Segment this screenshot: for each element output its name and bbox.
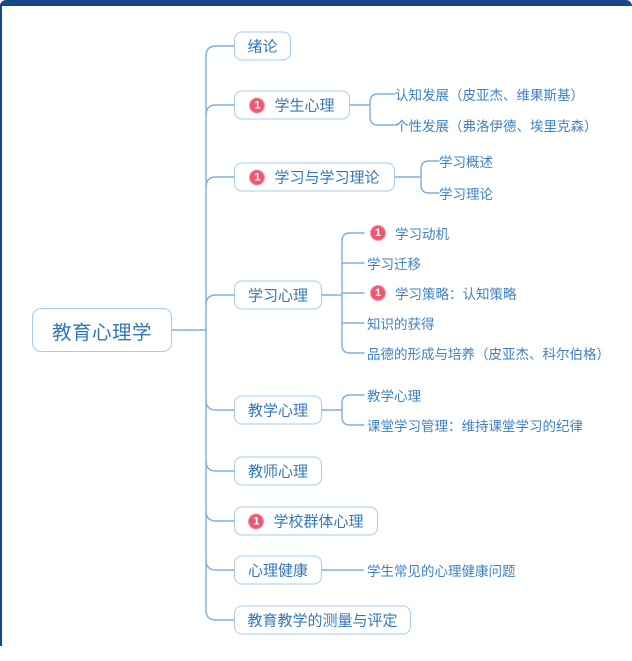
priority-1-badge: 1 [370,285,386,301]
subtopic-knowledge-acquisition[interactable]: 知识的获得 [367,317,435,332]
window-left-border [0,4,2,646]
subtopic-personality-development[interactable]: 个性发展（弗洛伊德、埃里克森） [395,119,598,134]
topic-label: 学校群体心理 [273,513,364,531]
subtopic-learning-motivation[interactable]: 1 学习动机 [370,223,449,243]
priority-1-badge: 1 [249,97,266,113]
branch-topic-learning-psychology[interactable]: 学习心理 [234,280,322,310]
topic-label: 学习策略：认知策略 [395,287,517,302]
priority-1-badge: 1 [248,513,265,529]
branch-topic-teaching-psychology[interactable]: 教学心理 [234,395,322,425]
subtopic-learning-transfer[interactable]: 学习迁移 [367,257,421,272]
topic-label: 学习与学习理论 [274,169,380,187]
priority-1-badge: 1 [249,169,266,185]
subtopic-common-mental-health-issues[interactable]: 学生常见的心理健康问题 [367,564,516,579]
subtopic-moral-formation[interactable]: 品德的形成与培养（皮亚杰、科尔伯格） [367,347,610,362]
branch-topic-mental-health[interactable]: 心理健康 [234,555,322,585]
branch-topic-teacher-psychology[interactable]: 教师心理 [234,456,322,486]
subtopic-teaching-psychology[interactable]: 教学心理 [367,389,421,404]
subtopic-learning-overview[interactable]: 学习概述 [439,155,493,170]
branch-topic-introduction[interactable]: 绪论 [234,31,291,61]
topic-label: 学习动机 [395,227,449,242]
subtopic-classroom-management[interactable]: 课堂学习管理：维持课堂学习的纪律 [367,419,583,434]
subtopic-learning-theory[interactable]: 学习理论 [439,187,493,202]
branch-topic-learning-and-theories[interactable]: 1 学习与学习理论 [234,162,395,192]
topic-label: 学生心理 [274,97,335,115]
priority-1-badge: 1 [370,225,386,241]
root-topic-educational-psychology[interactable]: 教育心理学 [32,308,172,352]
branch-topic-measurement-evaluation[interactable]: 教育教学的测量与评定 [234,605,411,635]
subtopic-learning-strategies[interactable]: 1 学习策略：认知策略 [370,283,517,303]
branch-topic-student-psychology[interactable]: 1 学生心理 [234,90,350,120]
window-top-bar [0,0,632,6]
branch-topic-school-group-psychology[interactable]: 1 学校群体心理 [234,506,378,536]
subtopic-cognitive-development[interactable]: 认知发展（皮亚杰、维果斯基） [395,88,584,103]
